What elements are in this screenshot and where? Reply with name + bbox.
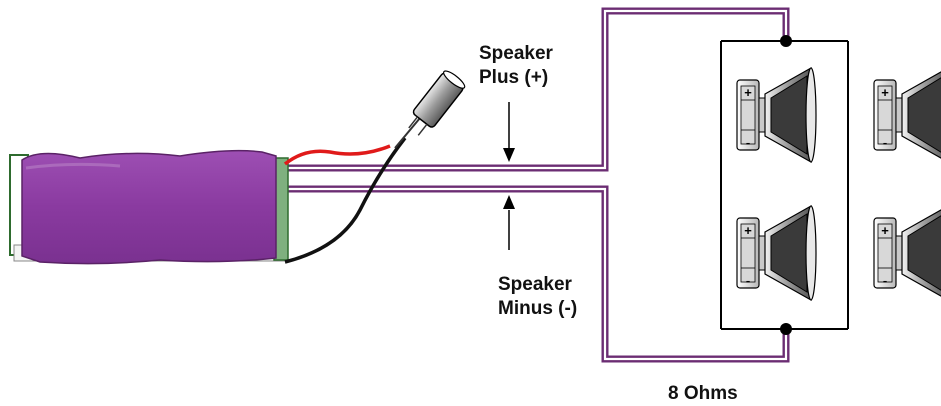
speaker-plus-label-line1: Speaker bbox=[479, 43, 553, 64]
speaker-wire-plus bbox=[283, 7, 790, 172]
minus-arrow bbox=[503, 195, 515, 250]
speaker-bottom-left-minus: - bbox=[746, 273, 750, 288]
plus-arrow bbox=[503, 102, 515, 162]
speaker-minus-label-line1: Speaker bbox=[498, 274, 572, 295]
capacitor bbox=[283, 70, 466, 264]
speaker-minus-label: Speaker Minus (-) bbox=[498, 273, 577, 321]
speaker-wire-minus bbox=[283, 185, 790, 363]
speaker-bottom-left-plus: + bbox=[744, 223, 752, 238]
speaker-plus-label-line2: Plus (+) bbox=[479, 67, 549, 88]
speaker-top-left-minus: - bbox=[746, 135, 750, 150]
speaker-plus-label: Speaker Plus (+) bbox=[479, 42, 553, 90]
speaker-top-right-plus: + bbox=[881, 85, 889, 100]
amplifier-module bbox=[9, 149, 289, 265]
speaker-bottom-right-plus: + bbox=[881, 223, 889, 238]
speaker-top-left-plus: + bbox=[744, 85, 752, 100]
speaker-bottom-right-minus: - bbox=[883, 273, 887, 288]
junction-dot-top bbox=[780, 35, 792, 47]
impedance-label: 8 Ohms bbox=[668, 383, 738, 404]
speaker-minus-label-line2: Minus (-) bbox=[498, 298, 578, 319]
speaker-top-right-minus: - bbox=[883, 135, 887, 150]
junction-dot-bottom bbox=[780, 323, 792, 335]
